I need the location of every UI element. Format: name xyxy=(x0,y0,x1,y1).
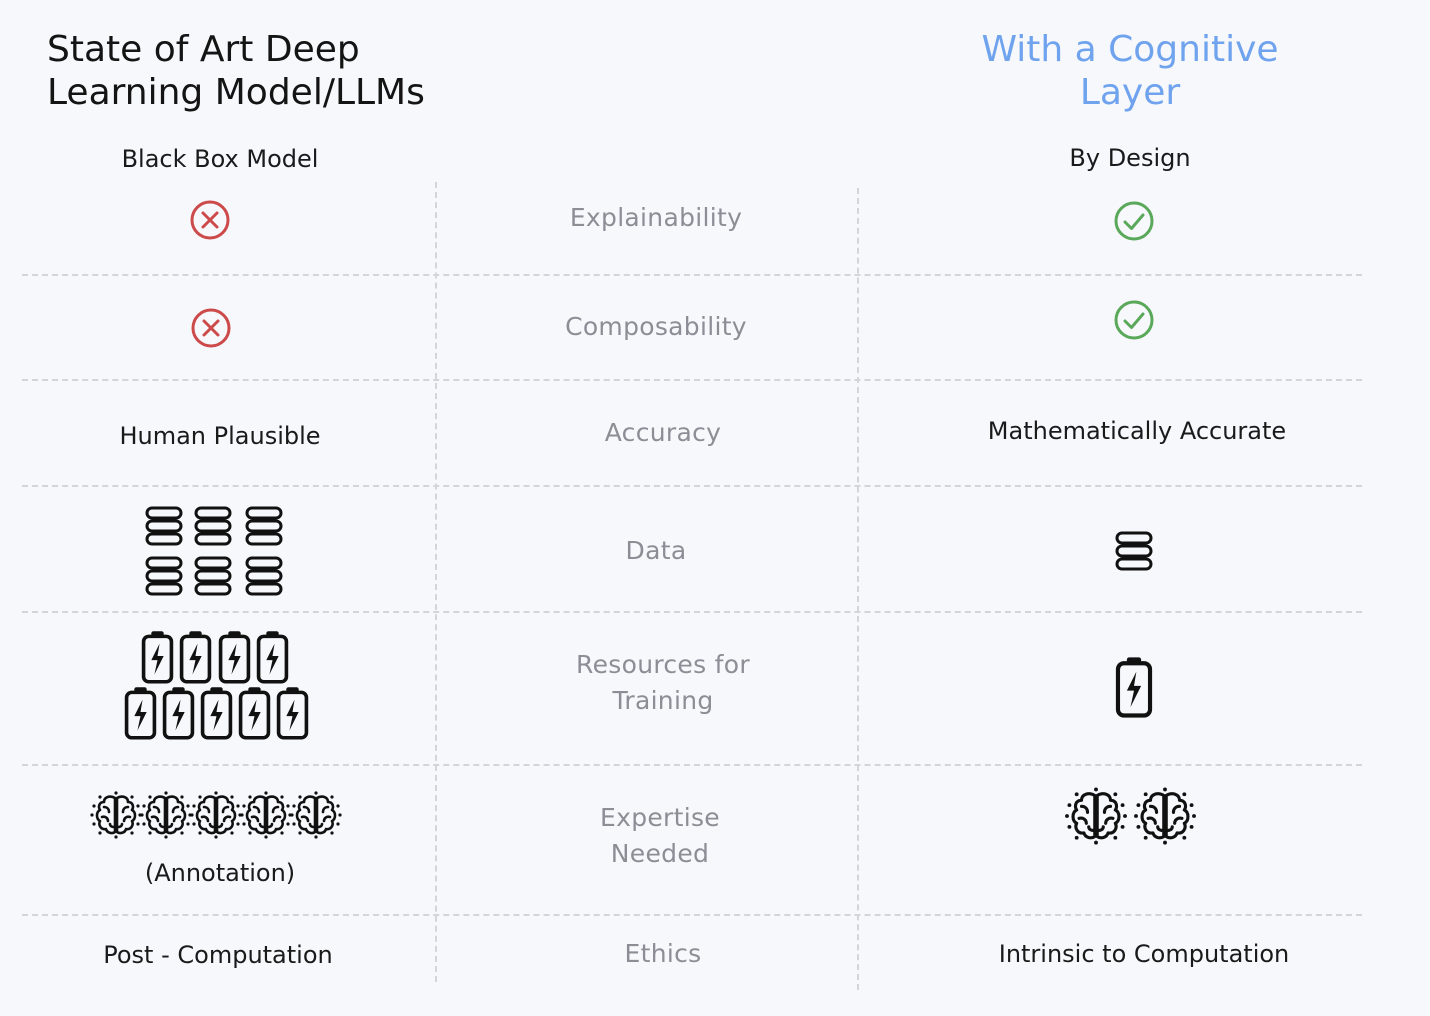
left-column-subtitle: Black Box Model xyxy=(121,145,319,173)
criterion-expertise: Expertise Needed xyxy=(600,803,720,868)
battery-icon xyxy=(276,686,309,740)
battery-icon xyxy=(256,630,289,684)
brain-icon xyxy=(90,791,142,839)
criterion-ethics: Ethics xyxy=(624,939,702,968)
criterion-data: Data xyxy=(625,536,687,565)
check-circle-icon xyxy=(1112,199,1156,243)
criterion-accuracy: Accuracy xyxy=(604,418,722,447)
x-circle-icon xyxy=(188,198,232,242)
left-data-icons xyxy=(144,506,286,598)
right-brain-icons xyxy=(1061,787,1201,845)
criterion-resources: Resources for Training xyxy=(576,650,750,715)
database-icon xyxy=(145,506,183,546)
brain-icon xyxy=(190,791,242,839)
row-divider xyxy=(22,914,1362,916)
brain-icon xyxy=(1063,787,1129,845)
battery-icon xyxy=(238,686,271,740)
battery-icon xyxy=(124,686,157,740)
left-accuracy-text: Human Plausible xyxy=(119,422,321,450)
battery-icon xyxy=(179,630,212,684)
battery-icon xyxy=(162,686,195,740)
row-divider xyxy=(22,611,1362,613)
database-icon xyxy=(245,556,283,596)
battery-icon xyxy=(218,630,251,684)
brain-icon xyxy=(140,791,192,839)
left-battery-icons xyxy=(124,630,310,742)
database-icon xyxy=(194,506,232,546)
right-column-title: With a Cognitive Layer xyxy=(981,29,1279,113)
row-divider xyxy=(22,764,1362,766)
brain-icon xyxy=(1132,787,1198,845)
database-icon xyxy=(194,556,232,596)
left-ethics-text: Post - Computation xyxy=(103,941,333,969)
row-divider xyxy=(22,379,1362,381)
database-icon xyxy=(1114,531,1154,571)
battery-icon xyxy=(200,686,233,740)
database-icon xyxy=(145,556,183,596)
battery-icon xyxy=(1115,656,1153,718)
check-circle-icon xyxy=(1112,298,1156,342)
column-divider-right xyxy=(857,188,859,990)
row-divider xyxy=(22,274,1362,276)
brain-icon xyxy=(240,791,292,839)
annotation-label: (Annotation) xyxy=(144,859,296,887)
battery-icon xyxy=(141,630,174,684)
row-divider xyxy=(22,485,1362,487)
left-brain-icons xyxy=(90,791,342,839)
brain-icon xyxy=(290,791,342,839)
right-accuracy-text: Mathematically Accurate xyxy=(987,417,1287,445)
right-column-subtitle: By Design xyxy=(1069,144,1191,172)
right-ethics-text: Intrinsic to Computation xyxy=(998,940,1290,968)
x-circle-icon xyxy=(189,306,233,350)
database-icon xyxy=(245,506,283,546)
column-divider-left xyxy=(435,182,437,982)
left-column-title: State of Art Deep Learning Model/LLMs xyxy=(47,29,425,113)
criterion-explainability: Explainability xyxy=(569,203,743,232)
criterion-composability: Composability xyxy=(565,312,747,341)
